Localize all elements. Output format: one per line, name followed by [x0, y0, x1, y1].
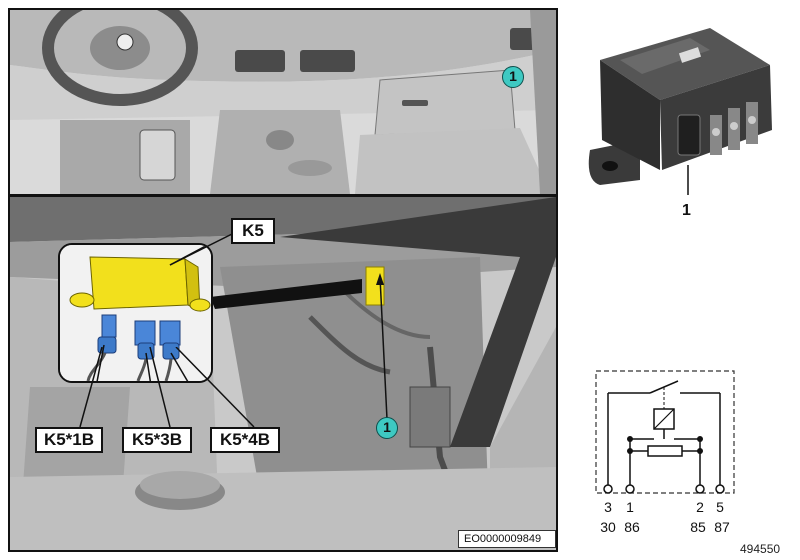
schematic-terminal-2: 86	[624, 519, 640, 535]
reference-code: 494550	[740, 542, 781, 556]
document-code: EO0000009849	[458, 530, 556, 548]
relay-part-number: 1	[682, 202, 691, 219]
relay-photo	[588, 28, 772, 195]
relay-schematic	[595, 370, 735, 494]
dashboard-illustration	[10, 10, 556, 194]
connector-leaders	[79, 347, 255, 428]
relay-detail-inset	[58, 243, 213, 383]
callout-1-top: 1	[502, 66, 524, 88]
relay-detail-illustration	[60, 245, 211, 381]
label-k5: K5	[231, 218, 275, 244]
schematic-terminal-4: 87	[714, 519, 730, 535]
schematic-pin-2: 1	[626, 499, 634, 515]
label-k5-1b: K5*1B	[35, 427, 103, 453]
label-k5-4b: K5*4B	[210, 427, 280, 453]
callout-1-bottom: 1	[376, 417, 398, 439]
installation-view-panel: K5 K5*1B K5*3B K5*4B 1 EO0000009849	[8, 195, 558, 552]
k5-leader	[169, 228, 243, 266]
schematic-pin-1: 3	[604, 499, 612, 515]
label-k5-3b: K5*3B	[122, 427, 192, 453]
dashboard-view-panel: 1	[8, 8, 558, 196]
schematic-pin-4: 5	[716, 499, 724, 515]
schematic-terminal-1: 30	[600, 519, 616, 535]
schematic-terminal-3: 85	[690, 519, 706, 535]
schematic-pin-3: 2	[696, 499, 704, 515]
